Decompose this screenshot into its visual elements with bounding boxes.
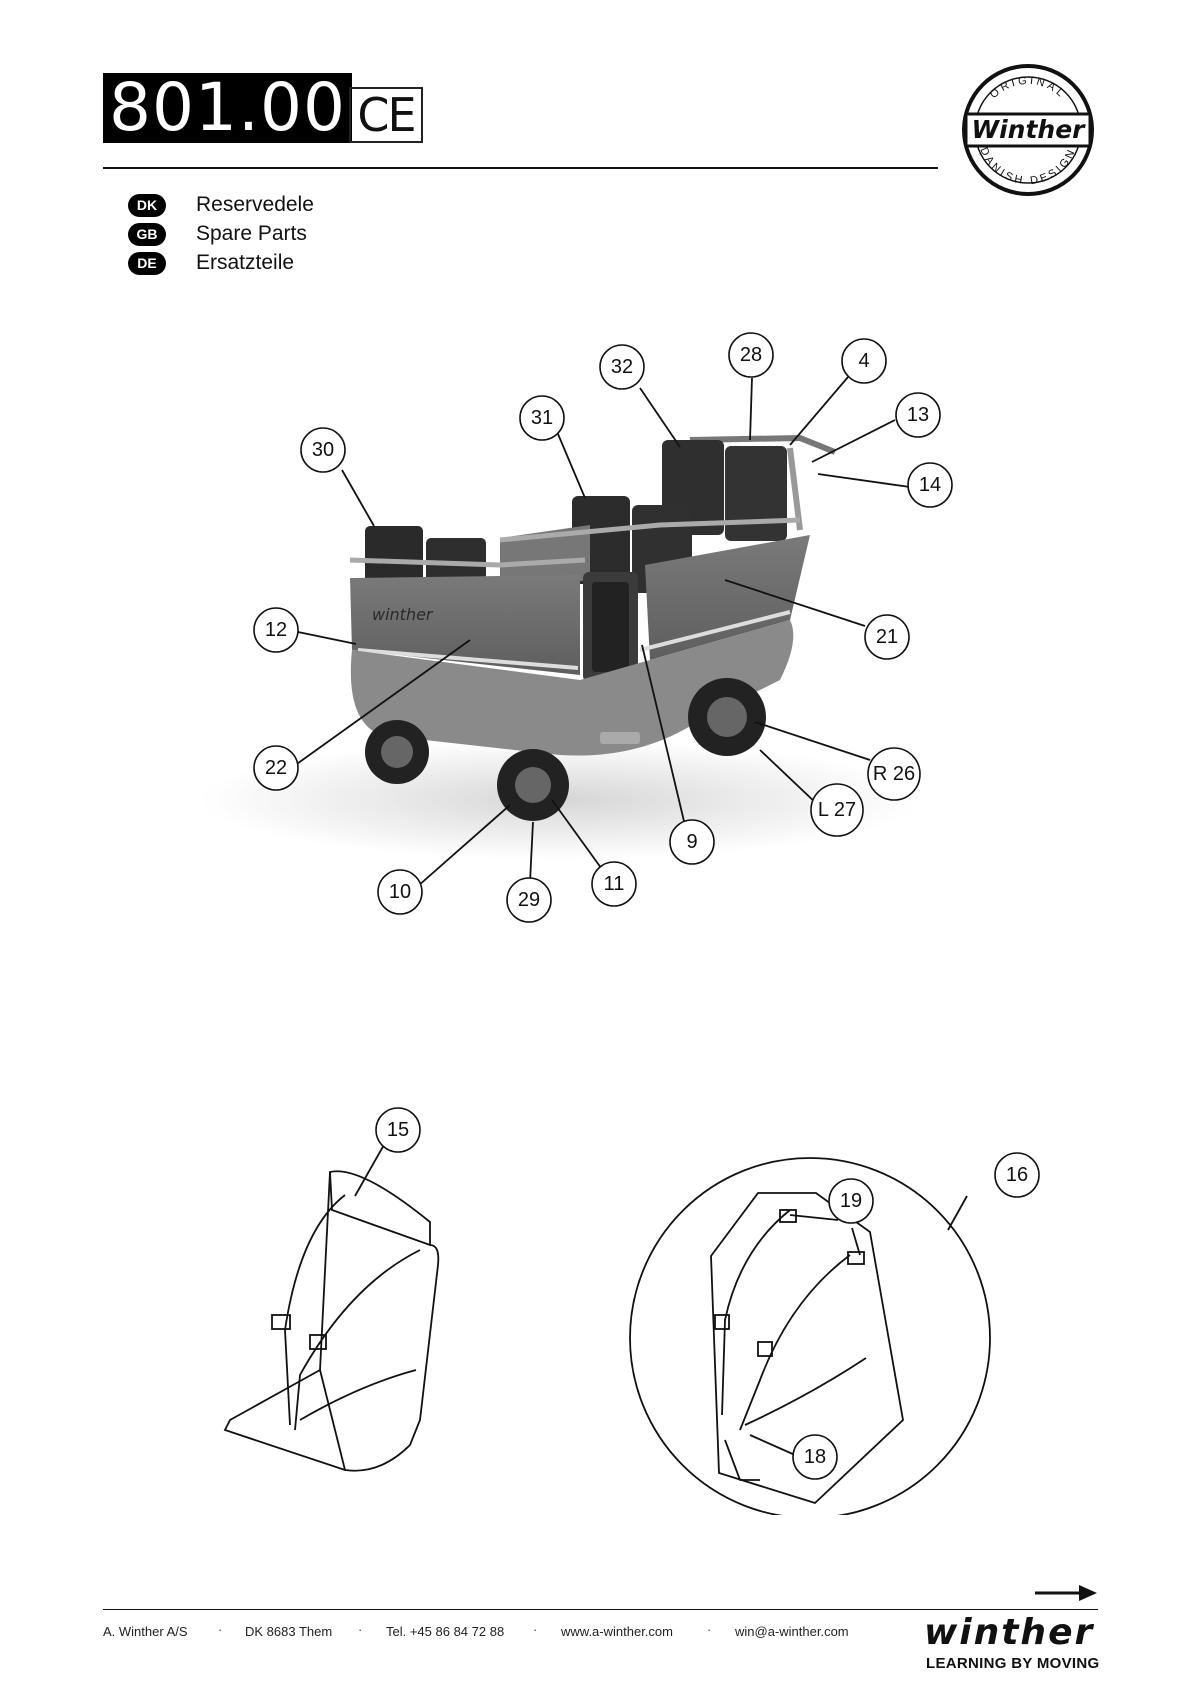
- svg-text:32: 32: [611, 356, 633, 378]
- callout-21: 21: [864, 614, 910, 660]
- footer-separator: ·: [533, 1622, 538, 1637]
- language-row-dk: DK Reservedele: [128, 190, 314, 220]
- harness-detail-drawing: 16 19 18: [629, 1152, 1040, 1515]
- footer-separator: ·: [707, 1622, 712, 1637]
- svg-text:28: 28: [740, 344, 762, 366]
- callout-16: 16: [994, 1152, 1040, 1198]
- callout-29: 29: [506, 877, 552, 923]
- detail-circle: [629, 1157, 991, 1515]
- harness-outline: [710, 1192, 904, 1505]
- svg-text:31: 31: [531, 407, 553, 429]
- brand-tagline: LEARNING BY MOVING: [926, 1655, 1100, 1672]
- callout-22: 22: [253, 745, 299, 791]
- stroller-body: winther: [349, 434, 837, 821]
- footer-company: A. Winther A/S: [103, 1624, 188, 1639]
- footer-separator: ·: [218, 1622, 223, 1637]
- footer-website-link[interactable]: www.a-winther.com: [561, 1624, 673, 1639]
- callout-18: 18: [792, 1434, 838, 1480]
- svg-text:14: 14: [919, 474, 941, 496]
- ce-mark: CE: [349, 87, 423, 143]
- svg-text:9: 9: [686, 831, 697, 853]
- footer-separator: ·: [358, 1622, 363, 1637]
- footer-divider: [103, 1609, 1098, 1610]
- language-row-gb: GB Spare Parts: [128, 219, 307, 249]
- language-label: Ersatzteile: [196, 251, 295, 274]
- language-label: Reservedele: [196, 193, 314, 216]
- svg-text:22: 22: [265, 757, 287, 779]
- model-number: 801.00: [103, 73, 352, 143]
- footer-address: DK 8683 Them: [245, 1624, 333, 1639]
- language-code: DE: [128, 251, 166, 275]
- callout-11: 11: [591, 861, 637, 907]
- language-label: Spare Parts: [196, 222, 307, 245]
- callout-31: 31: [519, 395, 565, 441]
- svg-text:15: 15: [387, 1119, 409, 1141]
- svg-text:19: 19: [840, 1190, 862, 1212]
- callout-30: 30: [300, 427, 346, 473]
- callout-leaders: [293, 376, 911, 887]
- winther-brand-logo: winther: [924, 1612, 1095, 1653]
- callout-12: 12: [253, 607, 299, 653]
- header-divider: [103, 167, 938, 169]
- winther-original-logo: ORIGINAL Winther DANISH DESIGN: [962, 64, 1094, 196]
- wheel-front-left: [497, 749, 569, 821]
- svg-text:winther: winther: [372, 605, 434, 624]
- callout-13: 13: [895, 392, 941, 438]
- stroller-parts-diagram: winther 32 2: [200, 332, 953, 923]
- wheel-rear-left: [365, 720, 429, 784]
- callout-28: 28: [728, 332, 774, 378]
- svg-text:18: 18: [804, 1446, 826, 1468]
- callout-32: 32: [599, 344, 645, 390]
- svg-text:R 26: R 26: [873, 763, 915, 785]
- harness-straps: [714, 1209, 867, 1481]
- svg-text:10: 10: [389, 881, 411, 903]
- svg-text:L 27: L 27: [818, 799, 856, 821]
- svg-text:21: 21: [876, 626, 898, 648]
- logo-name: Winther: [972, 115, 1087, 144]
- callout-19: 19: [828, 1178, 874, 1224]
- wheel-front-right: [688, 678, 766, 756]
- callout-4: 4: [841, 338, 887, 384]
- callout-9: 9: [669, 819, 715, 865]
- svg-text:30: 30: [312, 439, 334, 461]
- language-row-de: DE Ersatzteile: [128, 248, 294, 278]
- svg-text:12: 12: [265, 619, 287, 641]
- svg-text:13: 13: [907, 404, 929, 426]
- callout-15: 15: [375, 1107, 421, 1153]
- seat-shell-drawing: 15: [223, 1107, 440, 1472]
- callout-l27: L 27: [810, 783, 864, 837]
- callout-r26: R 26: [867, 747, 921, 801]
- arrow-right-icon: [1035, 1585, 1097, 1601]
- language-code: DK: [128, 193, 166, 217]
- svg-text:4: 4: [858, 350, 869, 372]
- svg-text:16: 16: [1006, 1164, 1028, 1186]
- footer-phone: Tel. +45 86 84 72 88: [386, 1624, 505, 1639]
- language-code: GB: [128, 222, 166, 246]
- callout-14: 14: [907, 462, 953, 508]
- svg-text:11: 11: [604, 873, 625, 895]
- footer-email-link[interactable]: win@a-winther.com: [735, 1624, 849, 1639]
- callout-10: 10: [377, 869, 423, 915]
- svg-text:29: 29: [518, 889, 540, 911]
- seat-shell: [223, 1170, 440, 1472]
